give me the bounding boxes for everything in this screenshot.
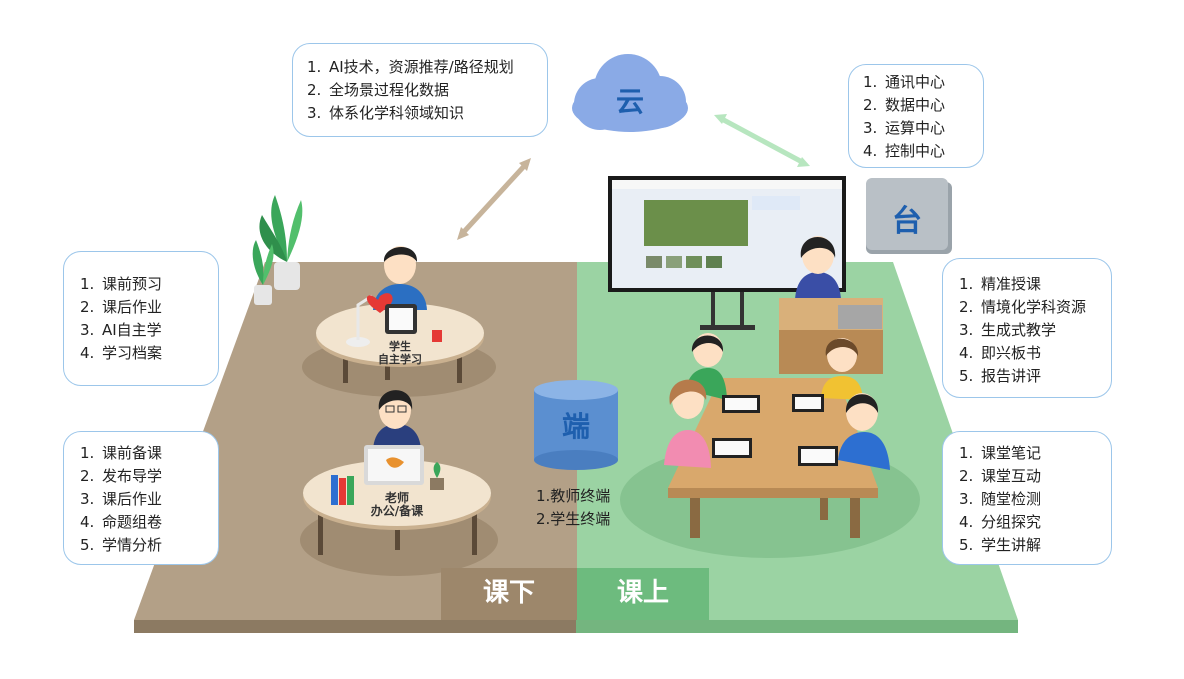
after-class-tab (441, 568, 577, 620)
cloud-item: 3.体系化学科领域知识 (307, 104, 465, 122)
student-study-box: 1.课前预习 2.课后作业 3.AI自主学 4.学习档案 (63, 251, 219, 386)
terminal-label: 端 (561, 410, 590, 443)
teacher-label-line: 老师 (384, 491, 409, 505)
teacher-figure (373, 390, 421, 450)
classroom-box: 1.课堂笔记 2.课堂互动 3.随堂检测 4.分组探究 5.学生讲解 (942, 431, 1112, 565)
pencil-cup-icon (432, 330, 442, 342)
teacher-label-line: 办公/备课 (370, 504, 424, 518)
in-class-label: 课上 (616, 578, 669, 608)
books-icon (331, 475, 354, 505)
classroom-item: 3.随堂检测 (959, 490, 1042, 508)
cloud-shape (572, 54, 688, 132)
classroom-students (664, 333, 890, 470)
platform-box (866, 178, 952, 254)
student-label-line: 自主学习 (378, 353, 422, 366)
classroom-item: 4.分组探究 (959, 513, 1042, 531)
student-study-label: 学生 自主学习 (370, 340, 430, 366)
platform-item: 4.控制中心 (863, 142, 946, 160)
teacher-office-item: 4.命题组卷 (80, 513, 163, 531)
student-study-item: 3.AI自主学 (80, 321, 162, 339)
student-study-item: 1.课前预习 (80, 275, 163, 293)
teaching-item: 3.生成式教学 (959, 321, 1057, 339)
platform-item: 3.运算中心 (863, 119, 946, 137)
teaching-item: 2.情境化学科资源 (959, 298, 1087, 316)
teacher-office-item: 2.发布导学 (80, 467, 163, 485)
teacher-office-item: 5.学情分析 (80, 536, 163, 554)
teacher-office-label: 老师 办公/备课 (357, 492, 437, 518)
after-class-label: 课下 (482, 578, 535, 608)
teaching-item: 1.精准授课 (959, 275, 1042, 293)
cloud-ai-arrow (457, 158, 531, 240)
smart-board (608, 176, 846, 330)
teacher-office-box: 1.课前备课 2.发布导学 3.课后作业 4.命题组卷 5.学情分析 (63, 431, 219, 565)
in-class-tab (577, 568, 709, 620)
cloud-item: 1.AI技术，资源推荐/路径规划 (307, 58, 514, 76)
classroom-item: 1.课堂笔记 (959, 444, 1042, 462)
teaching-item: 5.报告讲评 (959, 367, 1042, 385)
platform-item: 1.通讯中心 (863, 73, 946, 91)
student-study-item: 4.学习档案 (80, 344, 163, 362)
platform-info-box: 1.通讯中心 2.数据中心 3.运算中心 4.控制中心 (848, 64, 984, 168)
cloud-info-box: 1.AI技术，资源推荐/路径规划 2.全场景过程化数据 3.体系化学科领域知识 (292, 43, 548, 137)
classroom-item: 2.课堂互动 (959, 467, 1042, 485)
platform-label: 台 (892, 204, 922, 239)
platform-item: 2.数据中心 (863, 96, 946, 114)
teacher-office-item: 1.课前备课 (80, 444, 163, 462)
small-plant-icon (430, 478, 444, 490)
cloud-item: 2.全场景过程化数据 (307, 81, 450, 99)
classroom-tablets (712, 394, 838, 466)
terminal-item: 1.教师终端 (536, 487, 611, 505)
cloud-platform-arrow (714, 114, 810, 167)
teaching-item: 4.即兴板书 (959, 344, 1042, 362)
classroom-item: 5.学生讲解 (959, 536, 1042, 554)
plant-icon (252, 195, 303, 305)
student-label-line: 学生 (389, 340, 411, 353)
cloud-label: 云 (615, 85, 644, 118)
student-study-item: 2.课后作业 (80, 298, 163, 316)
terminal-item: 2.学生终端 (536, 510, 611, 528)
terminal-cylinder (534, 380, 618, 470)
teacher-office-item: 3.课后作业 (80, 490, 163, 508)
teaching-box: 1.精准授课 2.情境化学科资源 3.生成式教学 4.即兴板书 5.报告讲评 (942, 258, 1112, 398)
